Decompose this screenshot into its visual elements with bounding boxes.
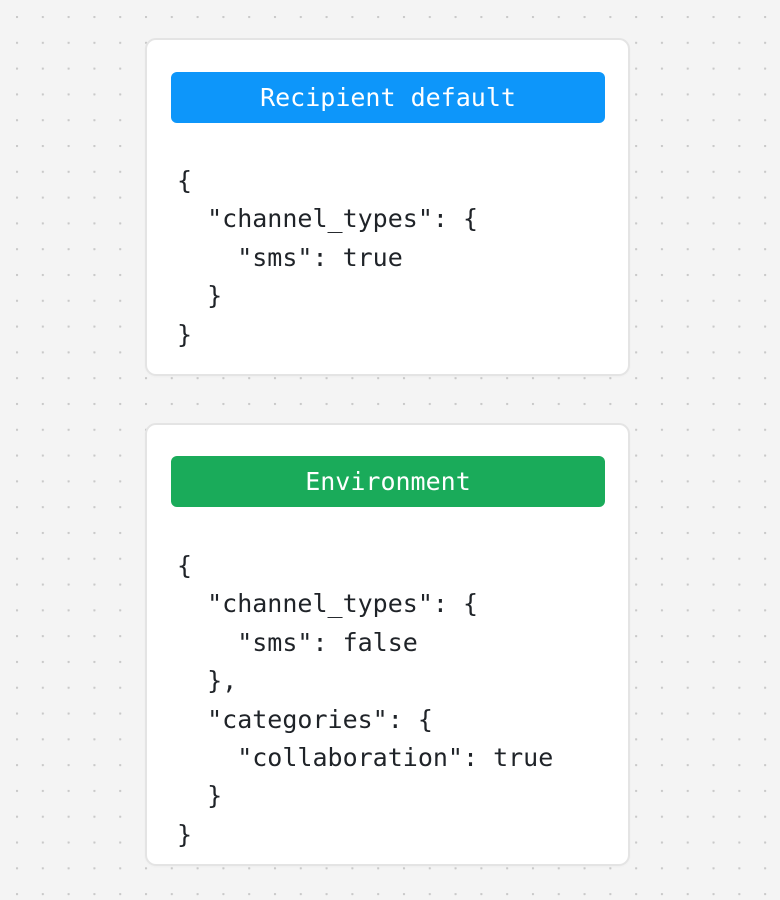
code-content: { "channel_types": { "sms": false }, "ca… (177, 547, 610, 854)
code-line: } (177, 319, 193, 349)
code-line: "categories": { (177, 704, 433, 734)
code-block-environment: { "channel_types": { "sms": false }, "ca… (177, 547, 610, 854)
card-header-environment: Environment (171, 456, 605, 507)
code-line: }, (177, 666, 238, 696)
code-content: { "channel_types": { "sms": true }} (177, 162, 610, 354)
code-line: "channel_types": { (177, 589, 479, 619)
code-line: } (177, 281, 223, 311)
card-environment: Environment { "channel_types": { "sms": … (145, 423, 630, 866)
code-line: "sms": false (177, 627, 418, 657)
code-block-recipient-default: { "channel_types": { "sms": true }} (177, 162, 610, 354)
card-header-title: Environment (305, 467, 471, 496)
code-line: } (177, 781, 223, 811)
code-line: { (177, 551, 193, 580)
code-line: } (177, 819, 193, 849)
card-header-recipient-default: Recipient default (171, 72, 605, 123)
card-recipient-default: Recipient default { "channel_types": { "… (145, 38, 630, 376)
code-line: { (177, 166, 193, 195)
code-line: "collaboration": true (177, 743, 554, 773)
code-line: "sms": true (177, 242, 403, 272)
code-line: "channel_types": { (177, 204, 479, 234)
card-header-title: Recipient default (260, 83, 516, 112)
